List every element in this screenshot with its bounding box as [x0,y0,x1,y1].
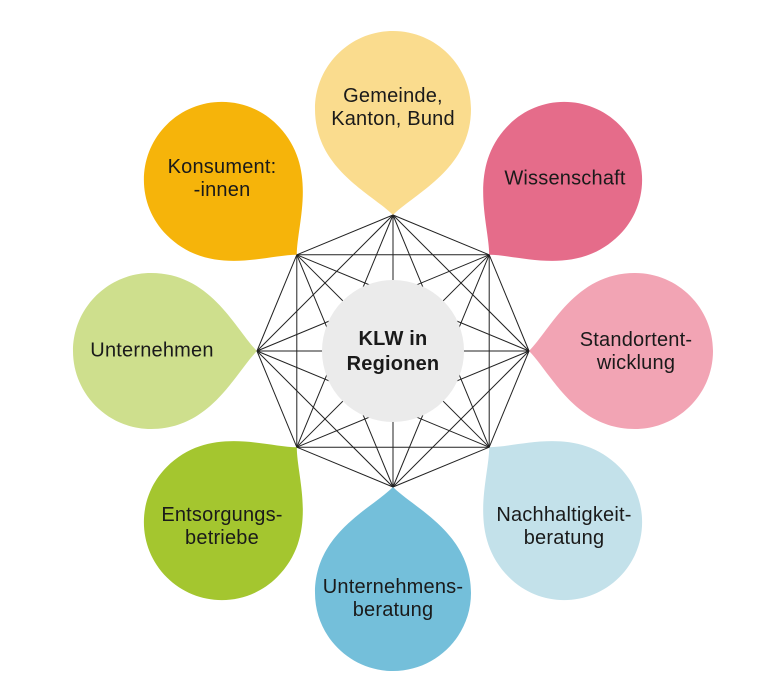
center-circle [322,280,464,422]
petal-unternehmen [73,273,257,429]
petal-label-unternehmensberatung: Unternehmens- beratung [322,576,464,621]
connection-line [392,214,490,256]
petal-label-nachhaltigkeitberatung: Nachhaltigkeit- beratung [496,504,632,549]
petal-standortentwicklung [529,273,713,429]
petal-gemeinde-kanton-bund [315,31,471,215]
petal-label-unternehmen: Unternehmen [90,339,214,362]
petal-konsumentinnen [143,101,303,261]
petal-unternehmensberatung [315,487,471,671]
connection-line [256,350,394,488]
petal-label-standortentwicklung: Standortent- wicklung [579,329,693,374]
petal-wissenschaft [483,101,643,261]
petal-label-wissenschaft: Wissenschaft [504,167,626,190]
center-label: KLW in Regionen [346,328,440,375]
connection-line [392,446,490,488]
connection-line [488,350,530,448]
petal-label-entsorgungsbetriebe: Entsorgungs- betriebe [161,504,283,549]
petal-label-konsumentinnen: Konsument: -innen [167,156,277,201]
petal-entsorgungsbetriebe [143,441,303,601]
connection-line [488,254,530,352]
connection-line [296,446,394,488]
petal-nachhaltigkeitberatung [483,441,643,601]
petal-label-gemeinde-kanton-bund: Gemeinde, Kanton, Bund [331,85,455,130]
connection-line [296,214,394,256]
connection-line [256,254,298,352]
connection-line [256,350,298,448]
